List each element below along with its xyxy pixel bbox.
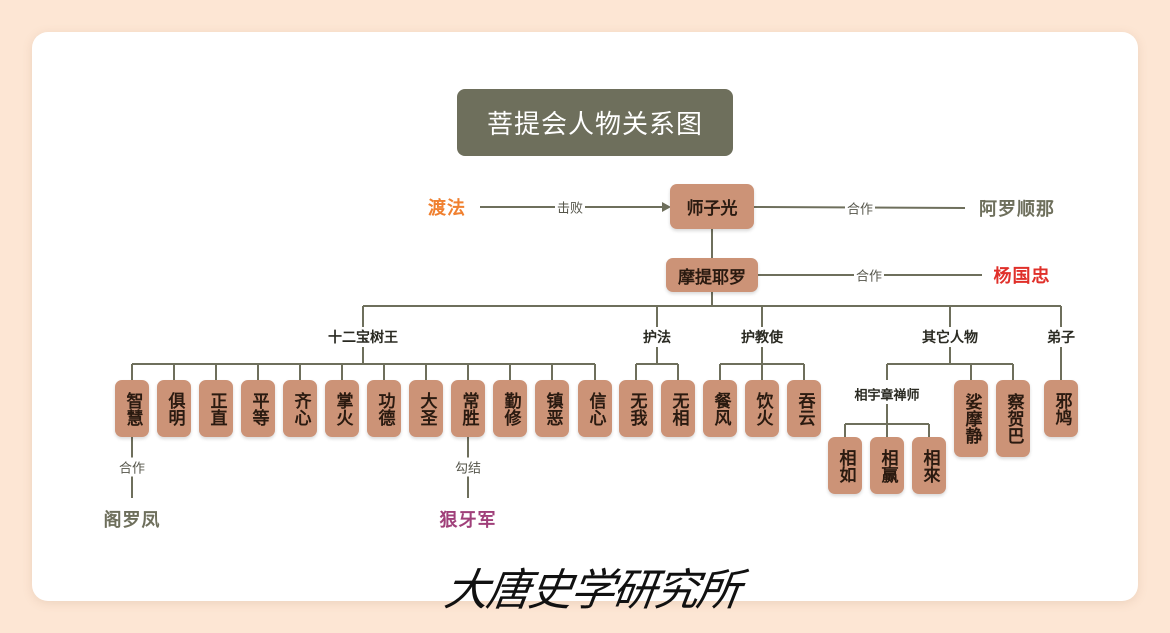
king-node: 掌火 (325, 380, 359, 437)
king-node: 齐心 (283, 380, 317, 437)
edge-label-defeat: 击败 (554, 197, 586, 217)
ext-luoshun: 阿罗顺那 (979, 199, 1055, 220)
envoy-node: 吞云 (787, 380, 821, 437)
xiang-node: 相赢 (870, 437, 904, 494)
ext-geluo: 阁罗凤 (103, 510, 161, 531)
diagram-title: 菩提会人物关系图 (457, 89, 733, 156)
king-node: 平等 (241, 380, 275, 437)
node-moti: 摩提耶罗 (666, 258, 758, 292)
ext-dufa: 渡法 (428, 198, 466, 219)
king-node: 智慧 (115, 380, 149, 437)
edge-label-coop-luoshun: 合作 (844, 198, 876, 218)
group-disciple: 弟子 (1044, 327, 1078, 347)
edge-label-coop-geluo: 合作 (116, 457, 148, 477)
group-others: 其它人物 (919, 327, 981, 347)
other-node: 娑摩静 (954, 380, 988, 457)
xiang-node: 相如 (828, 437, 862, 494)
edge-label-collude: 勾结 (452, 457, 484, 477)
disciple-node: 邪鸠 (1044, 380, 1078, 437)
envoy-node: 餐风 (703, 380, 737, 437)
ext-yang: 杨国忠 (993, 266, 1051, 287)
group-hujiao: 护教使 (738, 327, 786, 347)
king-node: 功德 (367, 380, 401, 437)
protector-node: 无我 (619, 380, 653, 437)
king-node: 镇恶 (535, 380, 569, 437)
king-node: 大圣 (409, 380, 443, 437)
xiang-node: 相來 (912, 437, 946, 494)
ext-langya: 狠牙军 (439, 510, 497, 531)
king-node: 正直 (199, 380, 233, 437)
logo-text: 大唐史学研究所 (441, 565, 743, 616)
group-xiangzi: 相宇章禅师 (851, 384, 923, 404)
group-twelve-kings: 十二宝树王 (325, 327, 401, 347)
edge-label-coop-yang: 合作 (853, 265, 885, 285)
king-node: 常胜 (451, 380, 485, 437)
envoy-node: 饮火 (745, 380, 779, 437)
node-shizi: 师子光 (670, 184, 754, 229)
group-hufa: 护法 (640, 327, 674, 347)
other-node: 察贺巴 (996, 380, 1030, 457)
king-node: 信心 (578, 380, 612, 437)
protector-node: 无相 (661, 380, 695, 437)
king-node: 勤修 (493, 380, 527, 437)
king-node: 俱明 (157, 380, 191, 437)
